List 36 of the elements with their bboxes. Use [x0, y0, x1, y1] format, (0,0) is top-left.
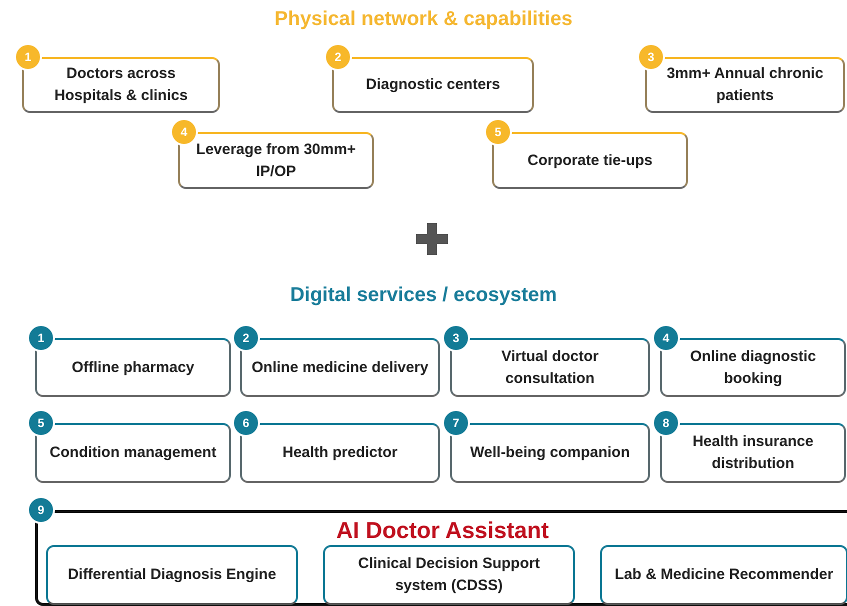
box-text: Lab & Medicine Recommender [614, 565, 834, 586]
number-badge: 9 [27, 496, 55, 524]
box-text: Health predictor [282, 443, 398, 464]
box-text: Doctors across Hospitals & clinics [53, 64, 189, 106]
box-text: Leverage from 30mm+ IP/OP [195, 140, 357, 182]
number-badge: 2 [324, 43, 352, 71]
box-text: Clinical Decision Support system (CDSS) [357, 554, 541, 596]
number-badge: 5 [484, 118, 512, 146]
box-text: Diagnostic centers [366, 75, 500, 96]
group-heading: AI Doctor Assistant [335, 517, 550, 544]
number-badge: 2 [232, 324, 260, 352]
box-text: Corporate tie-ups [527, 150, 652, 171]
service-box [46, 545, 298, 605]
number-badge: 4 [170, 118, 198, 146]
number-badge: 8 [652, 409, 680, 437]
box-text: Online diagnostic booking [689, 346, 817, 388]
number-badge: 7 [442, 409, 470, 437]
number-badge: 3 [637, 43, 665, 71]
box-text: Online medicine delivery [252, 358, 428, 378]
box-text: Health insurance distribution [692, 432, 814, 474]
box-text: Offline pharmacy [72, 358, 194, 378]
section-heading: Physical network & capabilities [274, 8, 574, 31]
number-badge: 3 [442, 324, 470, 352]
section-heading: Digital services / ecosystem [289, 284, 558, 307]
number-badge: 1 [14, 43, 42, 71]
service-box [323, 545, 575, 605]
box-text: Differential Diagnosis Engine [68, 565, 276, 586]
box-text: Condition management [50, 443, 216, 464]
box-text: Virtual doctor consultation [500, 346, 600, 388]
box-text: Well-being companion [470, 443, 630, 464]
number-badge: 4 [652, 324, 680, 352]
box-text: 3mm+ Annual chronic patients [666, 64, 824, 106]
service-box [600, 545, 847, 605]
number-badge: 6 [232, 409, 260, 437]
number-badge: 5 [27, 409, 55, 437]
number-badge: 1 [27, 324, 55, 352]
